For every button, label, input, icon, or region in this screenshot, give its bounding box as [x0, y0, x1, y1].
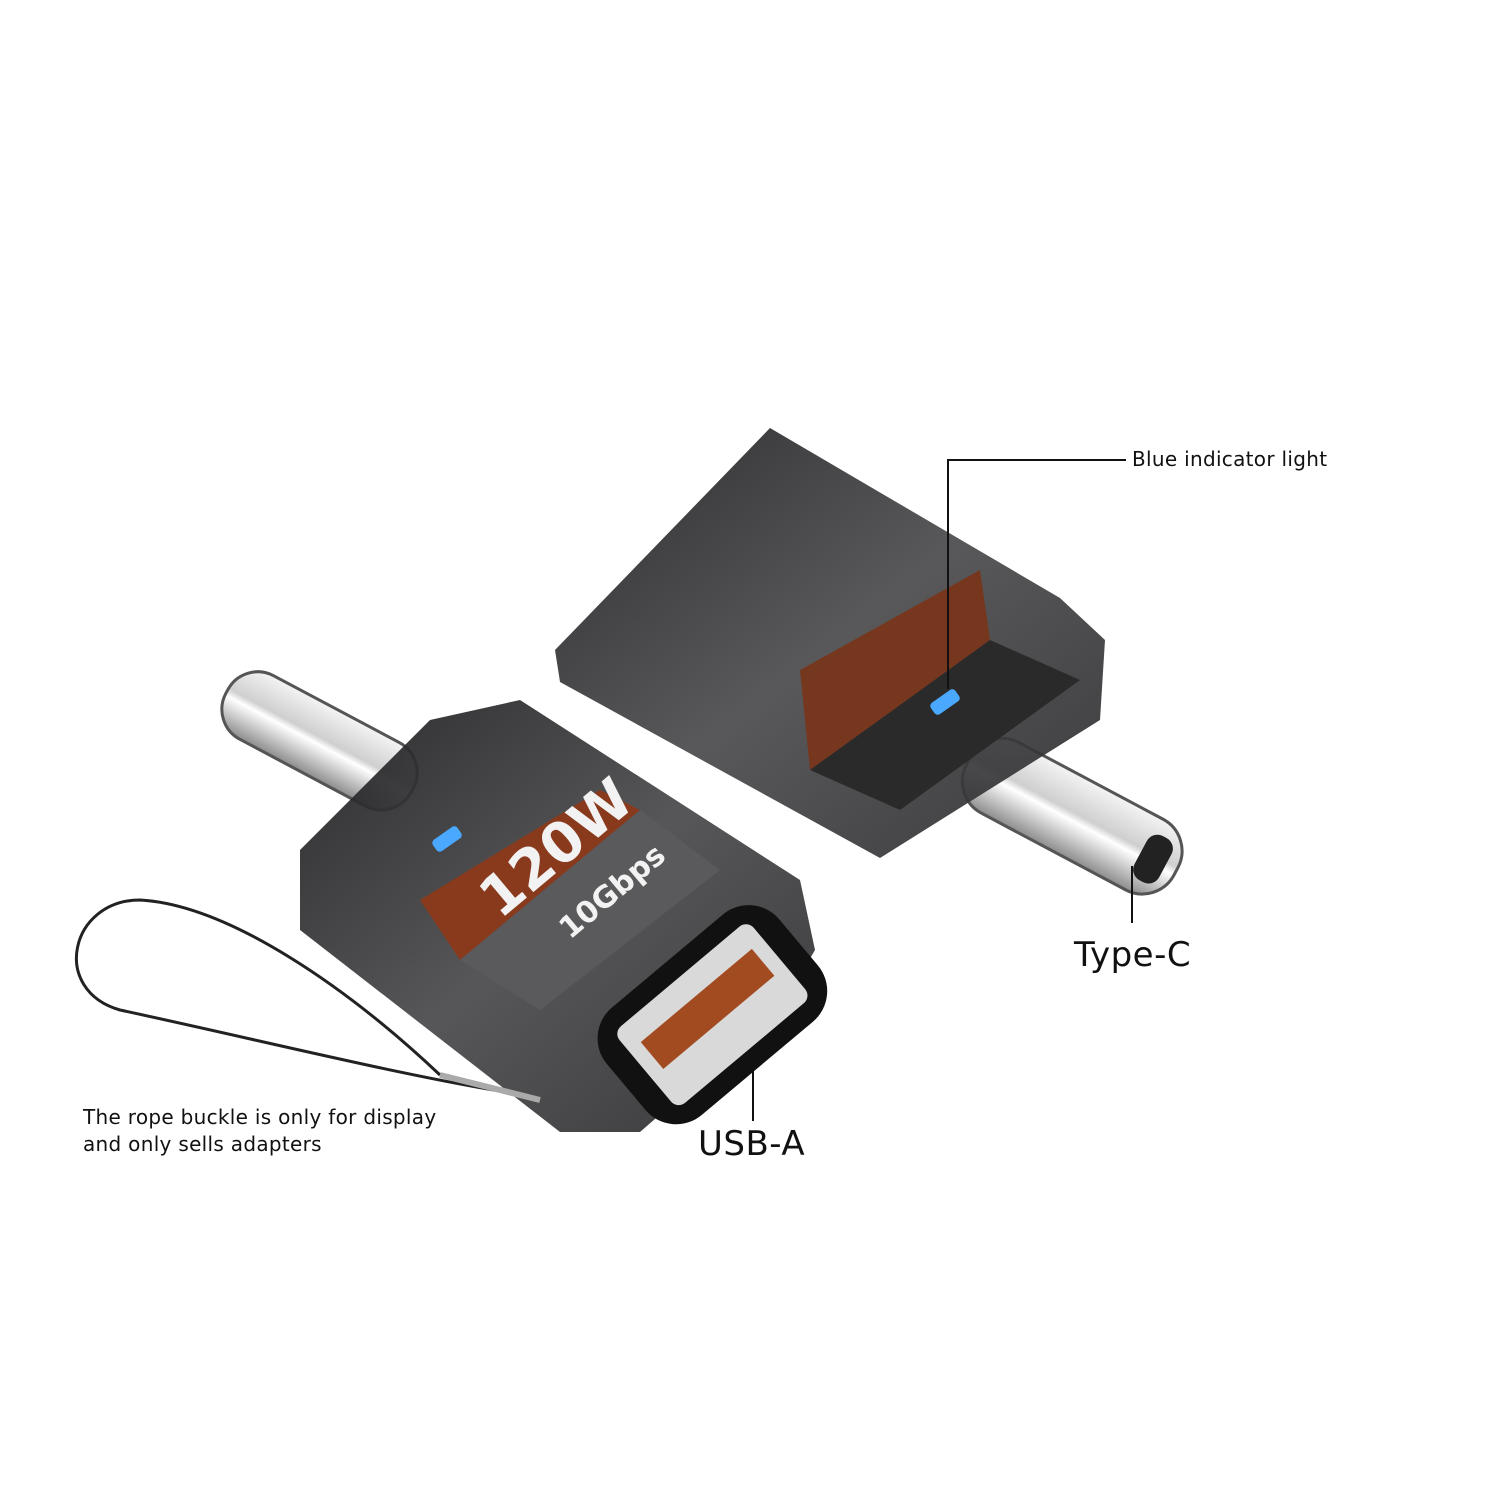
- usb-a-leader: [752, 1063, 754, 1121]
- note-line-2: and only sells adapters: [83, 1132, 322, 1156]
- usb-a-port: [597, 905, 828, 1125]
- indicator-light: [432, 826, 462, 852]
- note-line-1: The rope buckle is only for display: [83, 1105, 437, 1129]
- indicator-leader-v: [947, 459, 949, 689]
- type-c-callout: Type-C: [1074, 935, 1192, 975]
- indicator-leader-h: [948, 459, 1126, 461]
- indicator-callout: Blue indicator light: [1132, 447, 1328, 471]
- usb-a-callout: USB-A: [698, 1124, 806, 1164]
- rope-lanyard: [74, 898, 526, 1097]
- usb-a-adapter-left: 120W 10Gbps: [220, 670, 828, 1132]
- type-c-adapter-right: [555, 428, 1184, 896]
- indicator-light: [930, 689, 960, 715]
- type-c-leader: [1131, 866, 1133, 923]
